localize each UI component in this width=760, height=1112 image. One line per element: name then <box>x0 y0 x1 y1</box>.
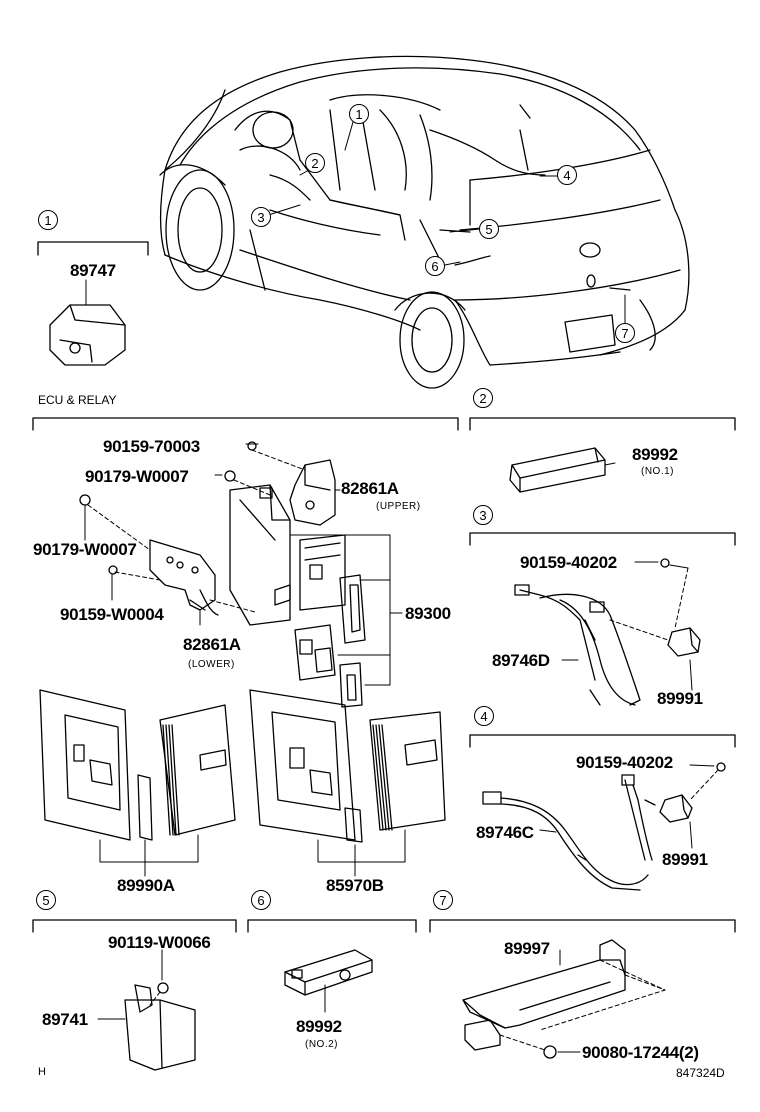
part-89991-label-b: 89991 <box>662 850 708 869</box>
part-82861a-lower-note: (LOWER) <box>188 659 235 670</box>
section-2-number: 2 <box>473 388 493 408</box>
section-5-drawing <box>97 949 196 1071</box>
callout-6: 6 <box>425 256 445 276</box>
part-89990a-label: 89990A <box>117 876 175 895</box>
section-3-number: 3 <box>473 505 493 525</box>
ecu-section-title: ECU & RELAY <box>38 393 117 407</box>
part-90179-w0007-label-a: 90179-W0007 <box>85 467 189 486</box>
part-90179-w0007-label-b: 90179-W0007 <box>33 540 137 559</box>
diagram-code: 847324D <box>676 1066 725 1080</box>
section-6-frame <box>247 919 417 933</box>
ecu-section-frame <box>32 417 459 431</box>
section-4-drawing <box>482 762 726 891</box>
section-7-number: 7 <box>433 890 453 910</box>
section-5-number: 5 <box>36 890 56 910</box>
part-89746c-label: 89746C <box>476 823 534 842</box>
section-1-frame <box>37 241 149 306</box>
part-90080-17244-label: 90080-17244(2) <box>582 1043 699 1062</box>
part-89997-label: 89997 <box>504 939 550 958</box>
part-90159-70003-label: 90159-70003 <box>103 437 200 456</box>
section-6-number: 6 <box>251 890 271 910</box>
callout-3: 3 <box>251 207 271 227</box>
part-89992-no2-drawing <box>284 949 373 1013</box>
part-89741-label: 89741 <box>42 1010 88 1029</box>
section-3-frame <box>469 532 736 546</box>
part-89300-label: 89300 <box>405 604 451 623</box>
car-illustration <box>159 55 690 389</box>
part-89992-no1-drawing <box>509 447 616 493</box>
part-82861a-upper-note: (UPPER) <box>376 501 421 512</box>
section-4-number: 4 <box>474 706 494 726</box>
part-89991-label-a: 89991 <box>657 689 703 708</box>
part-89992-no2-label: 89992 <box>296 1017 342 1036</box>
section-5-frame <box>32 919 237 933</box>
part-89747-drawing <box>49 304 126 366</box>
section-3-drawing <box>514 558 701 706</box>
part-85970b-label: 85970B <box>326 876 384 895</box>
part-89992-no2-note: (NO.2) <box>305 1039 338 1050</box>
section-4-frame <box>469 734 736 748</box>
part-89746d-label: 89746D <box>492 651 550 670</box>
part-90159-40202-label-b: 90159-40202 <box>576 753 673 772</box>
part-89747-label: 89747 <box>70 261 116 280</box>
section-1-number: 1 <box>38 210 58 230</box>
callout-7: 7 <box>615 323 635 343</box>
part-82861a-lower-label: 82861A <box>183 635 241 654</box>
callout-2: 2 <box>305 153 325 173</box>
ecu-section-drawing <box>39 441 446 877</box>
section-2-frame <box>469 417 736 431</box>
part-90159-40202-label-a: 90159-40202 <box>520 553 617 572</box>
section-7-frame <box>429 919 736 933</box>
part-89992-no1-note: (NO.1) <box>641 466 674 477</box>
part-90119-w0066-label: 90119-W0066 <box>108 933 211 952</box>
callout-1: 1 <box>349 104 369 124</box>
callout-4: 4 <box>557 165 577 185</box>
part-90159-w0004-label: 90159-W0004 <box>60 605 164 624</box>
part-82861a-upper-label: 82861A <box>341 479 399 498</box>
callout-5: 5 <box>479 219 499 239</box>
part-89992-no1-label: 89992 <box>632 445 678 464</box>
footer-left-code: H <box>38 1066 46 1078</box>
section-7-drawing <box>462 939 666 1059</box>
